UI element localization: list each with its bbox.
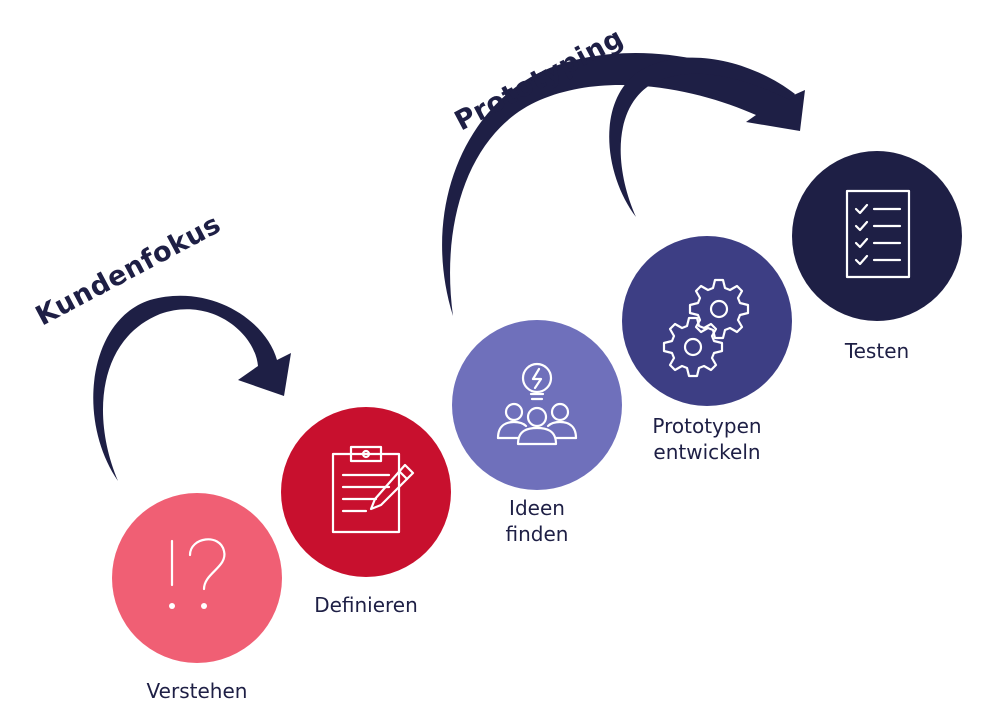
step-circle-verstehen	[112, 493, 282, 663]
clipboard-pencil-icon	[331, 445, 415, 534]
step-label-prototypen-entwickeln: Prototypen entwickeln	[652, 414, 762, 464]
step-label-verstehen: Verstehen	[146, 679, 248, 703]
checklist-icon	[845, 189, 911, 279]
exclamation-question-icon	[169, 538, 226, 609]
kundenfokus-arrow	[93, 295, 291, 481]
step-circle-ideen-finden	[452, 320, 622, 490]
prototyping-inner-arrow	[609, 57, 795, 217]
step-label-definieren: Definieren	[314, 593, 418, 617]
step-circle-definieren	[281, 407, 451, 577]
lightbulb-team-icon	[496, 362, 578, 446]
step-label-ideen-finden: Ideen finden	[505, 496, 569, 546]
step-circle-testen	[792, 151, 962, 321]
step-circle-prototypen-entwickeln	[622, 236, 792, 406]
gears-icon	[662, 278, 750, 378]
step-label-testen: Testen	[844, 339, 910, 363]
